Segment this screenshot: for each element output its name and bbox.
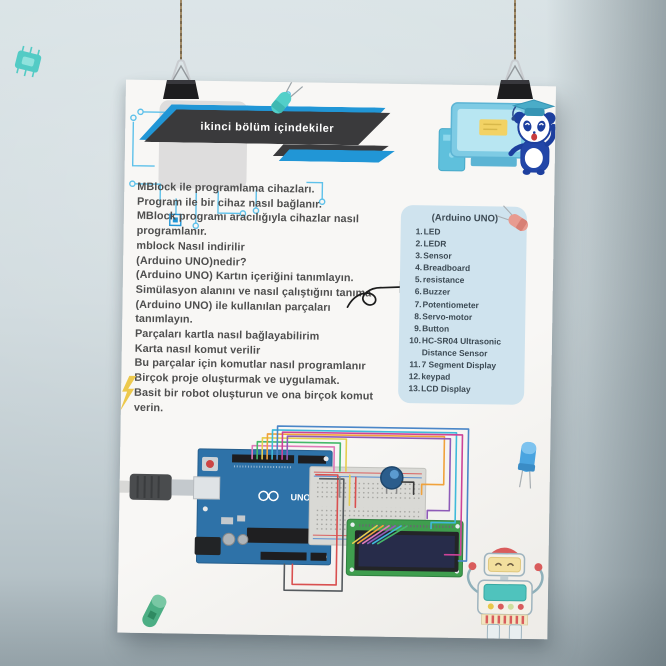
- item-label: resistance: [422, 274, 465, 286]
- item-number: 13.: [408, 383, 421, 394]
- item-number: 12.: [408, 371, 421, 382]
- item-number: 8.: [414, 310, 422, 321]
- binder-clip-icon: [163, 59, 199, 99]
- item-label: LED: [423, 226, 441, 237]
- hanger-wire-left: [180, 0, 182, 60]
- item-label: Buzzer: [422, 286, 451, 298]
- item-label: Breadboard: [423, 262, 471, 274]
- blue-led-icon: [517, 441, 537, 489]
- pink-led-icon: [496, 205, 529, 231]
- item-number: 1.: [415, 226, 423, 237]
- arduino-uno-board: UNO: [192, 448, 333, 566]
- jumper-wires: [251, 425, 470, 592]
- binder-clip-icon: [497, 59, 533, 99]
- item-label: LCD Display: [421, 383, 471, 395]
- item-number: 2.: [415, 238, 423, 249]
- arduino-circuit-illustration: UNO: [117, 425, 470, 592]
- item-number: 3.: [415, 250, 423, 261]
- panda-mascot-icon: [438, 99, 556, 176]
- item-label: keypad: [421, 371, 451, 382]
- item-label: Button: [422, 323, 450, 334]
- item-label: Potentiometer: [422, 298, 479, 310]
- item-label: HC-SR04 Ultrasonic Distance Sensor: [421, 335, 502, 359]
- poster: ikinci bölüm içindekiler MBlock ile prog…: [117, 79, 556, 640]
- board-label: UNO: [290, 492, 310, 502]
- list-item: 10.HC-SR04 Ultrasonic Distance Sensor: [406, 334, 520, 360]
- lightning-icon: [119, 375, 137, 412]
- robot-icon: [466, 547, 544, 640]
- teal-led-icon: [271, 79, 304, 114]
- lcd-display: [345, 518, 464, 578]
- green-led-icon: [142, 594, 167, 628]
- item-number: 6.: [414, 286, 422, 297]
- item-label: Sensor: [423, 250, 452, 261]
- item-number: 9.: [414, 322, 422, 334]
- item-number: 11.: [409, 359, 421, 370]
- potentiometer: [380, 466, 404, 494]
- item-label: Servo-motor: [422, 310, 473, 322]
- item-label: LEDR: [423, 238, 447, 249]
- item-label: 7 Segment Display: [421, 359, 497, 371]
- wall-shadow-right: [546, 0, 666, 666]
- banner-extension-outline: [279, 149, 395, 163]
- item-number: 5.: [414, 274, 422, 285]
- hanger-wire-right: [514, 0, 516, 60]
- chip-icon: [14, 45, 42, 78]
- list-item: 13.LCD Display: [405, 382, 519, 396]
- item-number: 10.: [409, 334, 422, 346]
- usb-cable: [117, 480, 132, 493]
- item-number: 7.: [414, 298, 422, 309]
- item-number: 4.: [415, 262, 423, 273]
